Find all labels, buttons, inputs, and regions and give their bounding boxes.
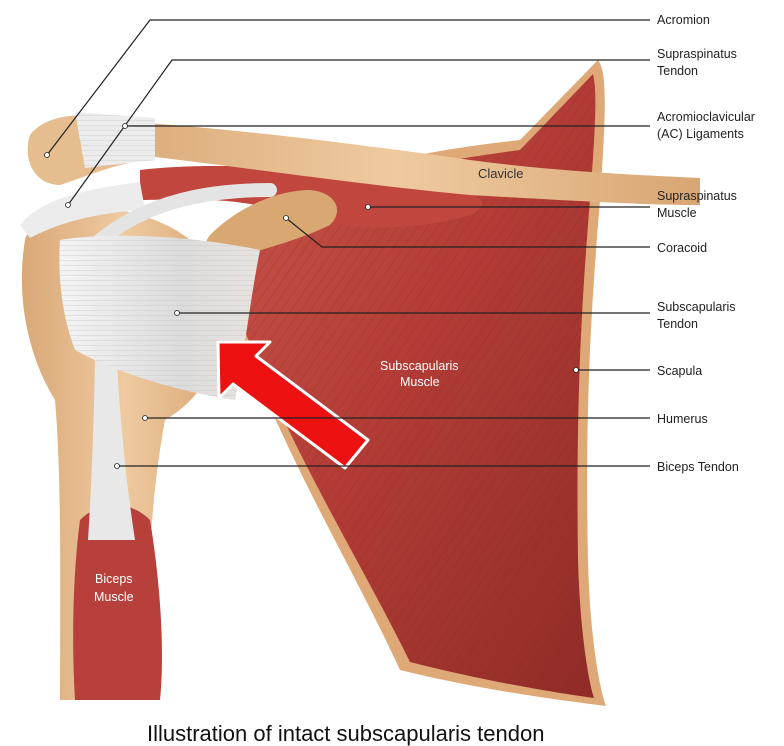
acromion-label: Acromion bbox=[657, 13, 710, 27]
humerus-label: Humerus bbox=[657, 412, 708, 426]
supraspinatus-tendon-label-1: Supraspinatus bbox=[657, 47, 737, 61]
ac-ligaments-label-1: Acromioclavicular bbox=[657, 110, 755, 124]
subscapularis-muscle-label-1: Subscapularis bbox=[380, 359, 459, 373]
subscapularis-muscle-label-2: Muscle bbox=[400, 375, 440, 389]
supraspinatus-muscle-label-1: Supraspinatus bbox=[657, 189, 737, 203]
subscapularis-tendon-label-2: Tendon bbox=[657, 317, 698, 331]
biceps-muscle-label-1: Biceps bbox=[95, 572, 133, 586]
biceps-tendon-label: Biceps Tendon bbox=[657, 460, 739, 474]
figure-caption: Illustration of intact subscapularis ten… bbox=[147, 717, 707, 746]
ac-ligaments-label-2: (AC) Ligaments bbox=[657, 127, 744, 141]
subscapularis-tendon-label-1: Subscapularis bbox=[657, 300, 736, 314]
supraspinatus-muscle-label-2: Muscle bbox=[657, 206, 697, 220]
scapula-label: Scapula bbox=[657, 364, 702, 378]
coracoid-label: Coracoid bbox=[657, 241, 707, 255]
biceps-muscle-label-2: Muscle bbox=[94, 590, 134, 604]
clavicle-label: Clavicle bbox=[478, 166, 524, 181]
supraspinatus-tendon-label-2: Tendon bbox=[657, 64, 698, 78]
